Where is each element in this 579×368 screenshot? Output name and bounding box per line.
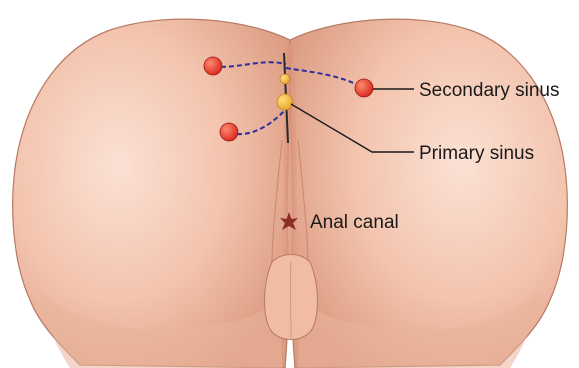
buttocks-body — [13, 19, 568, 368]
secondary-sinus-lower-left — [220, 123, 238, 141]
anal-canal-label: Anal canal — [310, 212, 399, 233]
secondary-sinus-upper-left — [204, 57, 222, 75]
primary-sinus-large — [277, 94, 293, 110]
primary-sinus-small — [280, 74, 290, 84]
secondary-sinus-right — [355, 79, 373, 97]
primary-sinus-label: Primary sinus — [419, 143, 534, 164]
secondary-sinus-label: Secondary sinus — [419, 80, 559, 101]
